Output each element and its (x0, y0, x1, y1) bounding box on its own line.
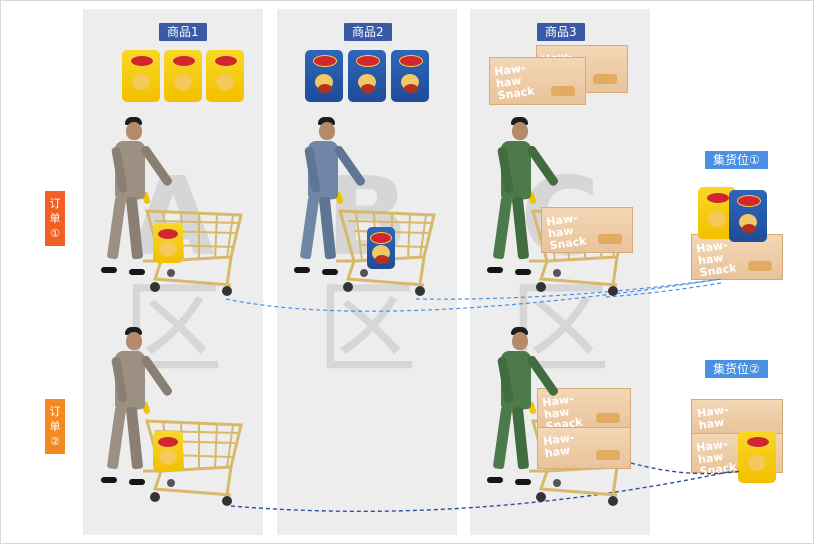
route-order1-b (415, 278, 722, 300)
order-2-line3: ② (50, 435, 60, 448)
product-tag-2: 商品2 (344, 23, 392, 41)
cart-chip-bag-yellow-icon (153, 223, 183, 263)
order-tag-2: 订 单 ② (45, 399, 65, 454)
order-1-line2: 单 (49, 212, 61, 225)
collection-point-1-label: 集货位① (705, 151, 768, 169)
route-order1-c (605, 282, 722, 298)
cart-snack-box-icon: Haw-haw (537, 427, 631, 469)
chip-bag-yellow-icon (164, 50, 202, 102)
route-order2-b (630, 462, 742, 475)
order-2-line2: 单 (49, 420, 61, 433)
chip-bag-blue-icon (305, 50, 343, 102)
chip-bag-yellow-icon (206, 50, 244, 102)
worker-green-icon (487, 117, 560, 277)
collection-point-2-label: 集货位② (705, 360, 768, 378)
worker-green-icon (487, 327, 560, 487)
chip-bag-blue-icon (391, 50, 429, 102)
product-tag-3: 商品3 (537, 23, 585, 41)
box-text-2: haw (544, 443, 571, 461)
chip-bag-yellow-icon (122, 50, 160, 102)
order-1-line1: 订 (49, 197, 61, 210)
chip-bag-blue-icon (348, 50, 386, 102)
order-2-line1: 订 (49, 405, 61, 418)
chip-bag-yellow-icon (738, 431, 776, 483)
zone-b-char: 区 (317, 270, 417, 387)
route-order2-a (230, 470, 734, 513)
worker-grey-icon (101, 117, 174, 277)
cart-chip-bag-yellow-icon (153, 431, 183, 471)
order-1-line3: ① (50, 227, 60, 240)
cart-chip-bag-blue-icon (367, 227, 395, 269)
worker-grey-icon (101, 327, 174, 487)
route-order1-a (225, 278, 722, 312)
product-tag-1: 商品1 (159, 23, 207, 41)
chip-bag-blue-icon (729, 190, 767, 242)
worker-blue-icon (294, 117, 367, 277)
order-tag-1: 订 单 ① (45, 191, 65, 246)
